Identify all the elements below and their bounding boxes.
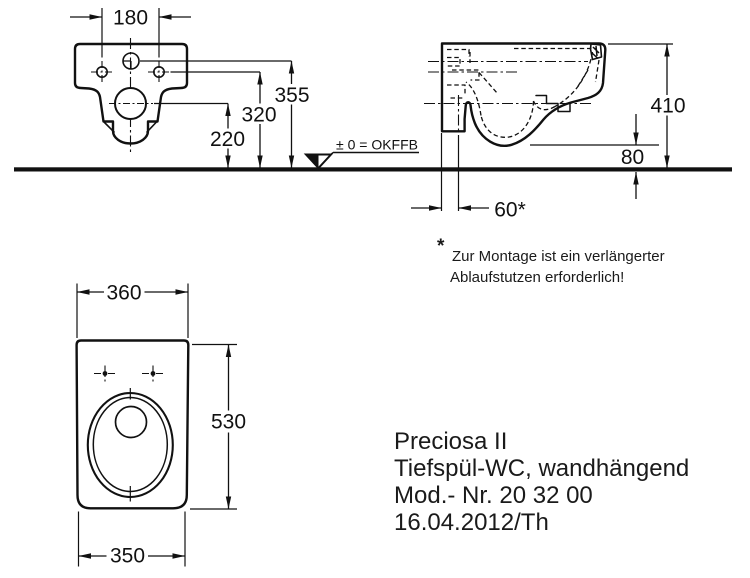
floor-line <box>14 167 732 172</box>
fixing-hole-crosshairs <box>91 61 170 83</box>
side-section-view <box>424 42 607 147</box>
bowl-drain-circle <box>114 405 148 439</box>
datum-symbol: ± 0 = OKFFB <box>303 137 419 170</box>
dim-plan-width-top: 360 <box>106 282 141 305</box>
side-dimensions: 410 80 60* <box>411 43 686 222</box>
inner-bowl-throat <box>532 100 556 111</box>
dim-side-outlet-offset: 60* <box>494 199 526 222</box>
plan-view <box>75 339 190 510</box>
plan-dimensions: 360 530 350 <box>76 282 246 568</box>
inner-trap-left <box>465 81 482 116</box>
outlet-lugs <box>103 121 157 133</box>
dim-front-height-holes: 320 <box>241 104 276 127</box>
front-dimensions: 180 355 320 220 <box>70 7 310 168</box>
inner-bowl-front <box>554 51 594 108</box>
hidden-flush-channels <box>447 48 498 99</box>
dim-side-bottom-clearance: 80 <box>621 146 644 169</box>
hidden-front-edges <box>514 47 600 88</box>
side-body-outline <box>440 42 607 147</box>
rim-hatching <box>591 45 600 60</box>
footnote-marker: * <box>437 236 445 257</box>
dim-plan-depth: 530 <box>211 411 246 434</box>
datum-label: ± 0 = OKFFB <box>336 137 418 153</box>
plan-hole-crosshairs <box>94 365 164 382</box>
dim-front-hole-spacing: 180 <box>113 7 148 30</box>
title-block: Preciosa II Tiefspül-WC, wandhängend Mod… <box>394 428 689 536</box>
product-name: Preciosa II <box>394 428 508 455</box>
date-revision: 16.04.2012/Th <box>394 509 549 536</box>
dim-plan-width-front: 350 <box>110 545 145 568</box>
inner-trap <box>480 100 535 138</box>
product-type: Tiefspül-WC, wandhängend <box>394 455 690 482</box>
rim-section-steps <box>535 94 571 113</box>
side-centerlines <box>424 60 592 133</box>
model-number: Mod.- Nr. 20 32 00 <box>394 482 593 509</box>
footnote-line2: Ablaufstutzen erforderlich! <box>450 269 625 286</box>
footnote-line1: Zur Montage ist ein verlängerter <box>452 248 665 265</box>
dim-front-height-outlet: 220 <box>210 128 245 151</box>
inlet-hole-section-marks <box>123 60 132 70</box>
front-view <box>73 38 189 152</box>
dim-front-height-inlet: 355 <box>274 84 309 107</box>
dim-side-total-height: 410 <box>650 95 685 118</box>
plan-body-outline <box>75 339 190 510</box>
